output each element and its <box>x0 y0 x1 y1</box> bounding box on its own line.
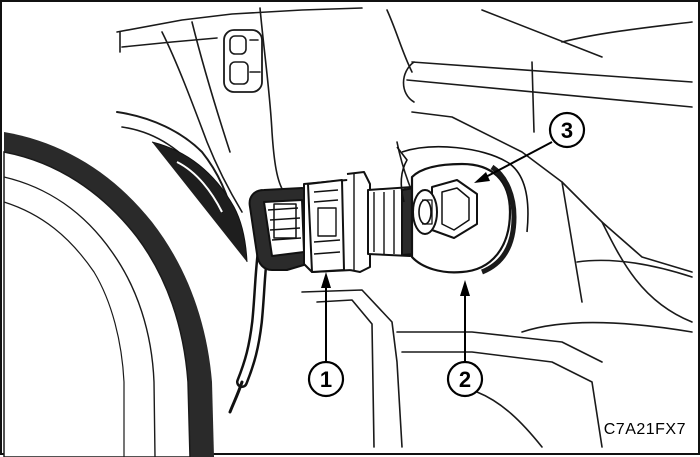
connector-assembly <box>248 171 423 273</box>
callout-1: 1 <box>307 272 345 398</box>
callout-number-3: 3 <box>561 118 573 143</box>
pulley-shape <box>3 132 248 457</box>
callout-2: 2 <box>446 280 484 398</box>
wire-harness <box>228 236 270 414</box>
callout-number-2: 2 <box>459 367 471 392</box>
callout-3: 3 <box>474 111 586 183</box>
callout-number-1: 1 <box>320 367 332 392</box>
sensor-body <box>396 146 529 275</box>
figure-code: C7A21FX7 <box>603 421 686 438</box>
background-housing <box>116 7 693 448</box>
